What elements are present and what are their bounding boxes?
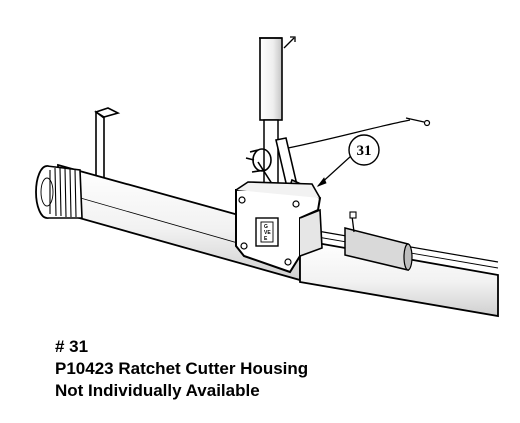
availability-note: Not Individually Available: [55, 381, 260, 400]
callout-31: 31: [316, 134, 380, 187]
part-number-description: P10423 Ratchet Cutter Housing: [55, 359, 309, 378]
part-caption: # 31 P10423 Ratchet Cutter Housing Not I…: [55, 336, 495, 402]
callout-circle: [348, 134, 380, 166]
housing-stamped-label: G VE E: [264, 224, 271, 242]
exploded-parts-diagram: G VE E 31: [35, 36, 499, 318]
housing-label-line: G: [264, 224, 268, 230]
callout-number: 31: [357, 143, 372, 159]
housing-label-line: E: [264, 236, 268, 242]
item-number-label: # 31: [55, 337, 89, 356]
ratchet-cutter-housing: G VE E: [235, 181, 323, 274]
housing-label-line: VE: [264, 230, 271, 236]
vertical-post: [259, 36, 296, 191]
pull-cable: [277, 117, 431, 151]
knurled-end-cap: [35, 165, 83, 219]
cutter-sleeve: [344, 211, 413, 271]
